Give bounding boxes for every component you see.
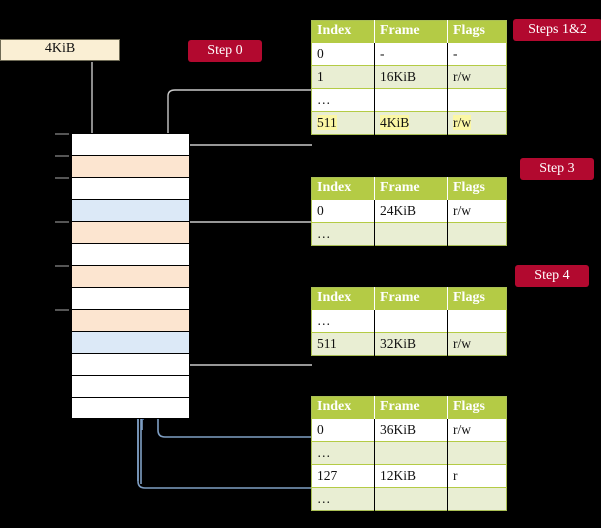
cell-frame: 4KiB	[374, 111, 448, 135]
cell-frame	[374, 487, 448, 511]
column-header-index: Index	[311, 396, 375, 419]
cell-frame	[374, 88, 448, 112]
cell-frame: 32KiB	[374, 332, 448, 356]
memory-frame-row	[71, 331, 190, 353]
table-row: …	[311, 88, 507, 112]
column-header-index: Index	[311, 20, 375, 43]
table-row: …	[311, 222, 507, 246]
cell-index: …	[311, 88, 375, 112]
cell-flags	[447, 88, 507, 112]
memory-frame-row	[71, 287, 190, 309]
column-header-frame: Frame	[374, 287, 448, 310]
cell-flags	[447, 222, 507, 246]
memory-frame-row	[71, 265, 190, 287]
cell-frame: -	[374, 42, 448, 66]
cell-flags	[447, 309, 507, 333]
cell-frame: 16KiB	[374, 65, 448, 89]
cell-flags: r/w	[447, 199, 507, 223]
cell-flags: r/w	[447, 111, 507, 135]
memory-row-tick	[55, 177, 69, 179]
label-step-3: Step 3	[520, 158, 594, 180]
column-header-flags: Flags	[447, 287, 507, 310]
cell-frame	[374, 309, 448, 333]
cell-flags: r/w	[447, 65, 507, 89]
table-row: 0--	[311, 42, 507, 66]
memory-frame-row	[71, 243, 190, 265]
memory-frame-row	[71, 133, 190, 155]
cell-frame: 12KiB	[374, 464, 448, 488]
memory-frame-row	[71, 353, 190, 375]
label-step-0: Step 0	[188, 40, 262, 62]
column-header-index: Index	[311, 287, 375, 310]
cell-flags	[447, 441, 507, 465]
cell-frame: 36KiB	[374, 418, 448, 442]
table-row: …	[311, 441, 507, 465]
memory-frame-row	[71, 221, 190, 243]
memory-row-tick	[55, 221, 69, 223]
physical-memory-column	[55, 133, 190, 419]
column-header-frame: Frame	[374, 177, 448, 200]
memory-row-tick	[55, 265, 69, 267]
cell-frame	[374, 222, 448, 246]
cell-index: 0	[311, 199, 375, 223]
cell-index: 0	[311, 418, 375, 442]
cell-index: 511	[311, 332, 375, 356]
column-header-index: Index	[311, 177, 375, 200]
cell-index: …	[311, 222, 375, 246]
label-steps-1-2: Steps 1&2	[513, 19, 601, 41]
column-header-flags: Flags	[447, 396, 507, 419]
cell-flags: r/w	[447, 418, 507, 442]
column-header-frame: Frame	[374, 396, 448, 419]
cell-index: 0	[311, 42, 375, 66]
memory-frame-row	[71, 397, 190, 419]
cell-flags: r/w	[447, 332, 507, 356]
cell-frame	[374, 441, 448, 465]
cell-index: 511	[311, 111, 375, 135]
cell-flags: r	[447, 464, 507, 488]
cell-index: …	[311, 441, 375, 465]
page-box-4kib: 4KiB	[0, 39, 120, 61]
column-header-frame: Frame	[374, 20, 448, 43]
cell-flags	[447, 487, 507, 511]
column-header-flags: Flags	[447, 20, 507, 43]
memory-frame-row	[71, 309, 190, 331]
cell-flags: -	[447, 42, 507, 66]
memory-frame-row	[71, 375, 190, 397]
memory-frame-row	[71, 199, 190, 221]
cell-frame: 24KiB	[374, 199, 448, 223]
memory-frame-row	[71, 177, 190, 199]
cell-index: 127	[311, 464, 375, 488]
column-header-flags: Flags	[447, 177, 507, 200]
cell-index: …	[311, 487, 375, 511]
label-step-4: Step 4	[515, 265, 589, 287]
cell-index: 1	[311, 65, 375, 89]
table-row: …	[311, 309, 507, 333]
memory-row-tick	[55, 309, 69, 311]
page-box-label: 4KiB	[44, 41, 76, 56]
table-row: …	[311, 487, 507, 511]
memory-row-tick	[55, 133, 69, 135]
memory-row-tick	[55, 155, 69, 157]
memory-frame-row	[71, 155, 190, 177]
cell-index: …	[311, 309, 375, 333]
